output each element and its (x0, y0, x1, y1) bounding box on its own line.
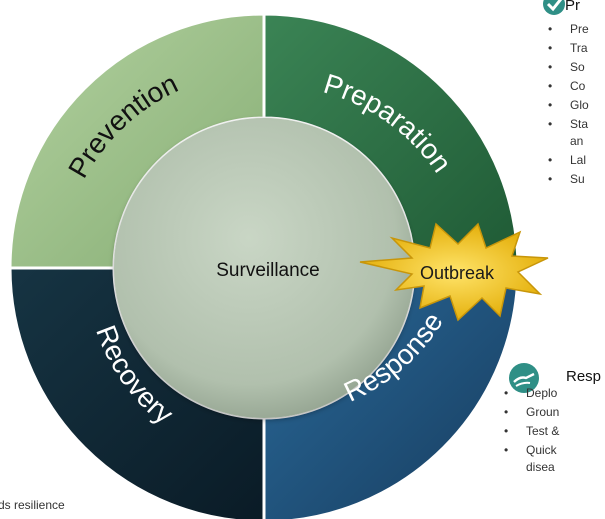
list-item: Groun (504, 403, 559, 422)
list-item: Quick (504, 441, 559, 460)
check-icon (543, 0, 565, 15)
center-circle (114, 118, 414, 418)
list-item: Su (548, 170, 589, 189)
list-item: Tra (548, 39, 589, 58)
list-item-continuation: an (570, 134, 584, 148)
list-item: Sta (548, 115, 589, 134)
outbreak-label: Outbreak (420, 263, 495, 283)
preparation-list: Pre Tra So Co Glo Sta an Lal Su (548, 20, 589, 189)
list-item: Glo (548, 96, 589, 115)
response-panel-title: Resp (566, 368, 602, 385)
list-item: Co (548, 77, 589, 96)
list-item: Pre (548, 20, 589, 39)
footer-text: ds resilience (0, 498, 65, 512)
outbreak-burst (359, 222, 549, 322)
center-label: Surveillance (216, 260, 320, 281)
list-item: Deplo (504, 384, 559, 403)
list-item: Lal (548, 151, 589, 170)
list-item-continuation: disea (526, 460, 555, 474)
list-item: So (548, 58, 589, 77)
preparation-panel-title: Pr (565, 0, 580, 14)
list-item: Test & (504, 422, 559, 441)
response-list: Deplo Groun Test & Quick disea (504, 384, 559, 477)
